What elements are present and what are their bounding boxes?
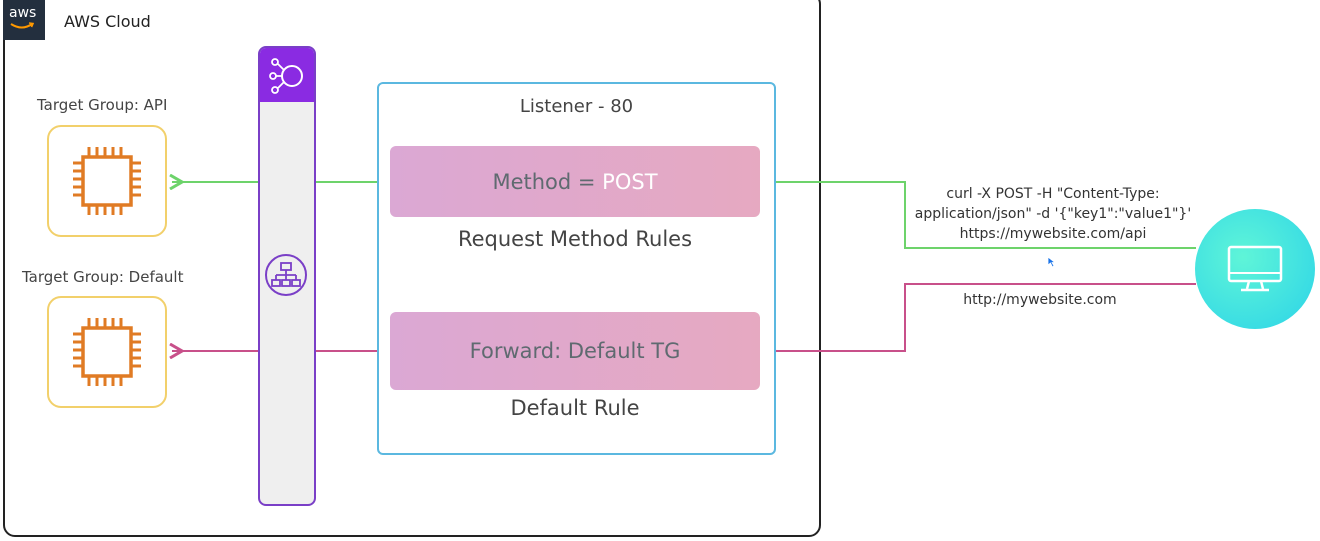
application-load-balancer-icon <box>271 262 301 287</box>
rule-method-caption: Request Method Rules <box>457 227 693 251</box>
load-balancer <box>258 46 316 506</box>
rule-method-prefix: Method = <box>492 169 603 194</box>
rule-default-forward: Forward: Default TG <box>390 312 760 390</box>
target-group-api-label: Target Group: API <box>37 96 168 114</box>
target-group-api <box>47 125 167 237</box>
post-request-path <box>765 182 1196 249</box>
post-request-text: curl -X POST -H "Content-Type: applicati… <box>900 184 1206 244</box>
default-request-path <box>765 283 1196 351</box>
desktop-computer-icon <box>1227 245 1283 292</box>
post-request-line-1: curl -X POST -H "Content-Type: <box>946 186 1160 202</box>
aws-logo-text: aws <box>9 5 37 21</box>
post-request-line-3: https://mywebsite.com/api <box>959 226 1147 242</box>
rule-method-post: Method = POST <box>390 146 760 217</box>
listener-box <box>377 82 776 455</box>
elastic-load-balancing-icon <box>269 58 303 94</box>
get-request-text: http://mywebsite.com <box>963 292 1117 308</box>
load-balancer-header <box>260 48 314 102</box>
target-group-default-label: Target Group: Default <box>22 268 184 286</box>
aws-logo <box>3 0 45 40</box>
ec2-instance-icon <box>73 147 141 215</box>
aws-smile-icon <box>10 22 34 29</box>
post-request-line-2: application/json" -d '{"key1":"value1"}' <box>914 206 1192 222</box>
aws-cloud-boundary <box>3 0 821 537</box>
listener-title: Listener - 80 <box>519 96 634 117</box>
application-load-balancer-badge <box>265 254 307 296</box>
rule-method-value: POST <box>602 169 658 194</box>
rule-default-caption: Default Rule <box>510 396 640 420</box>
ec2-instance-icon <box>73 318 141 386</box>
mouse-cursor-icon <box>1047 256 1057 268</box>
rule-default-text: Forward: Default TG <box>469 339 681 363</box>
client-computer <box>1195 209 1315 329</box>
cloud-title: AWS Cloud <box>64 12 151 31</box>
target-group-default <box>47 296 167 408</box>
